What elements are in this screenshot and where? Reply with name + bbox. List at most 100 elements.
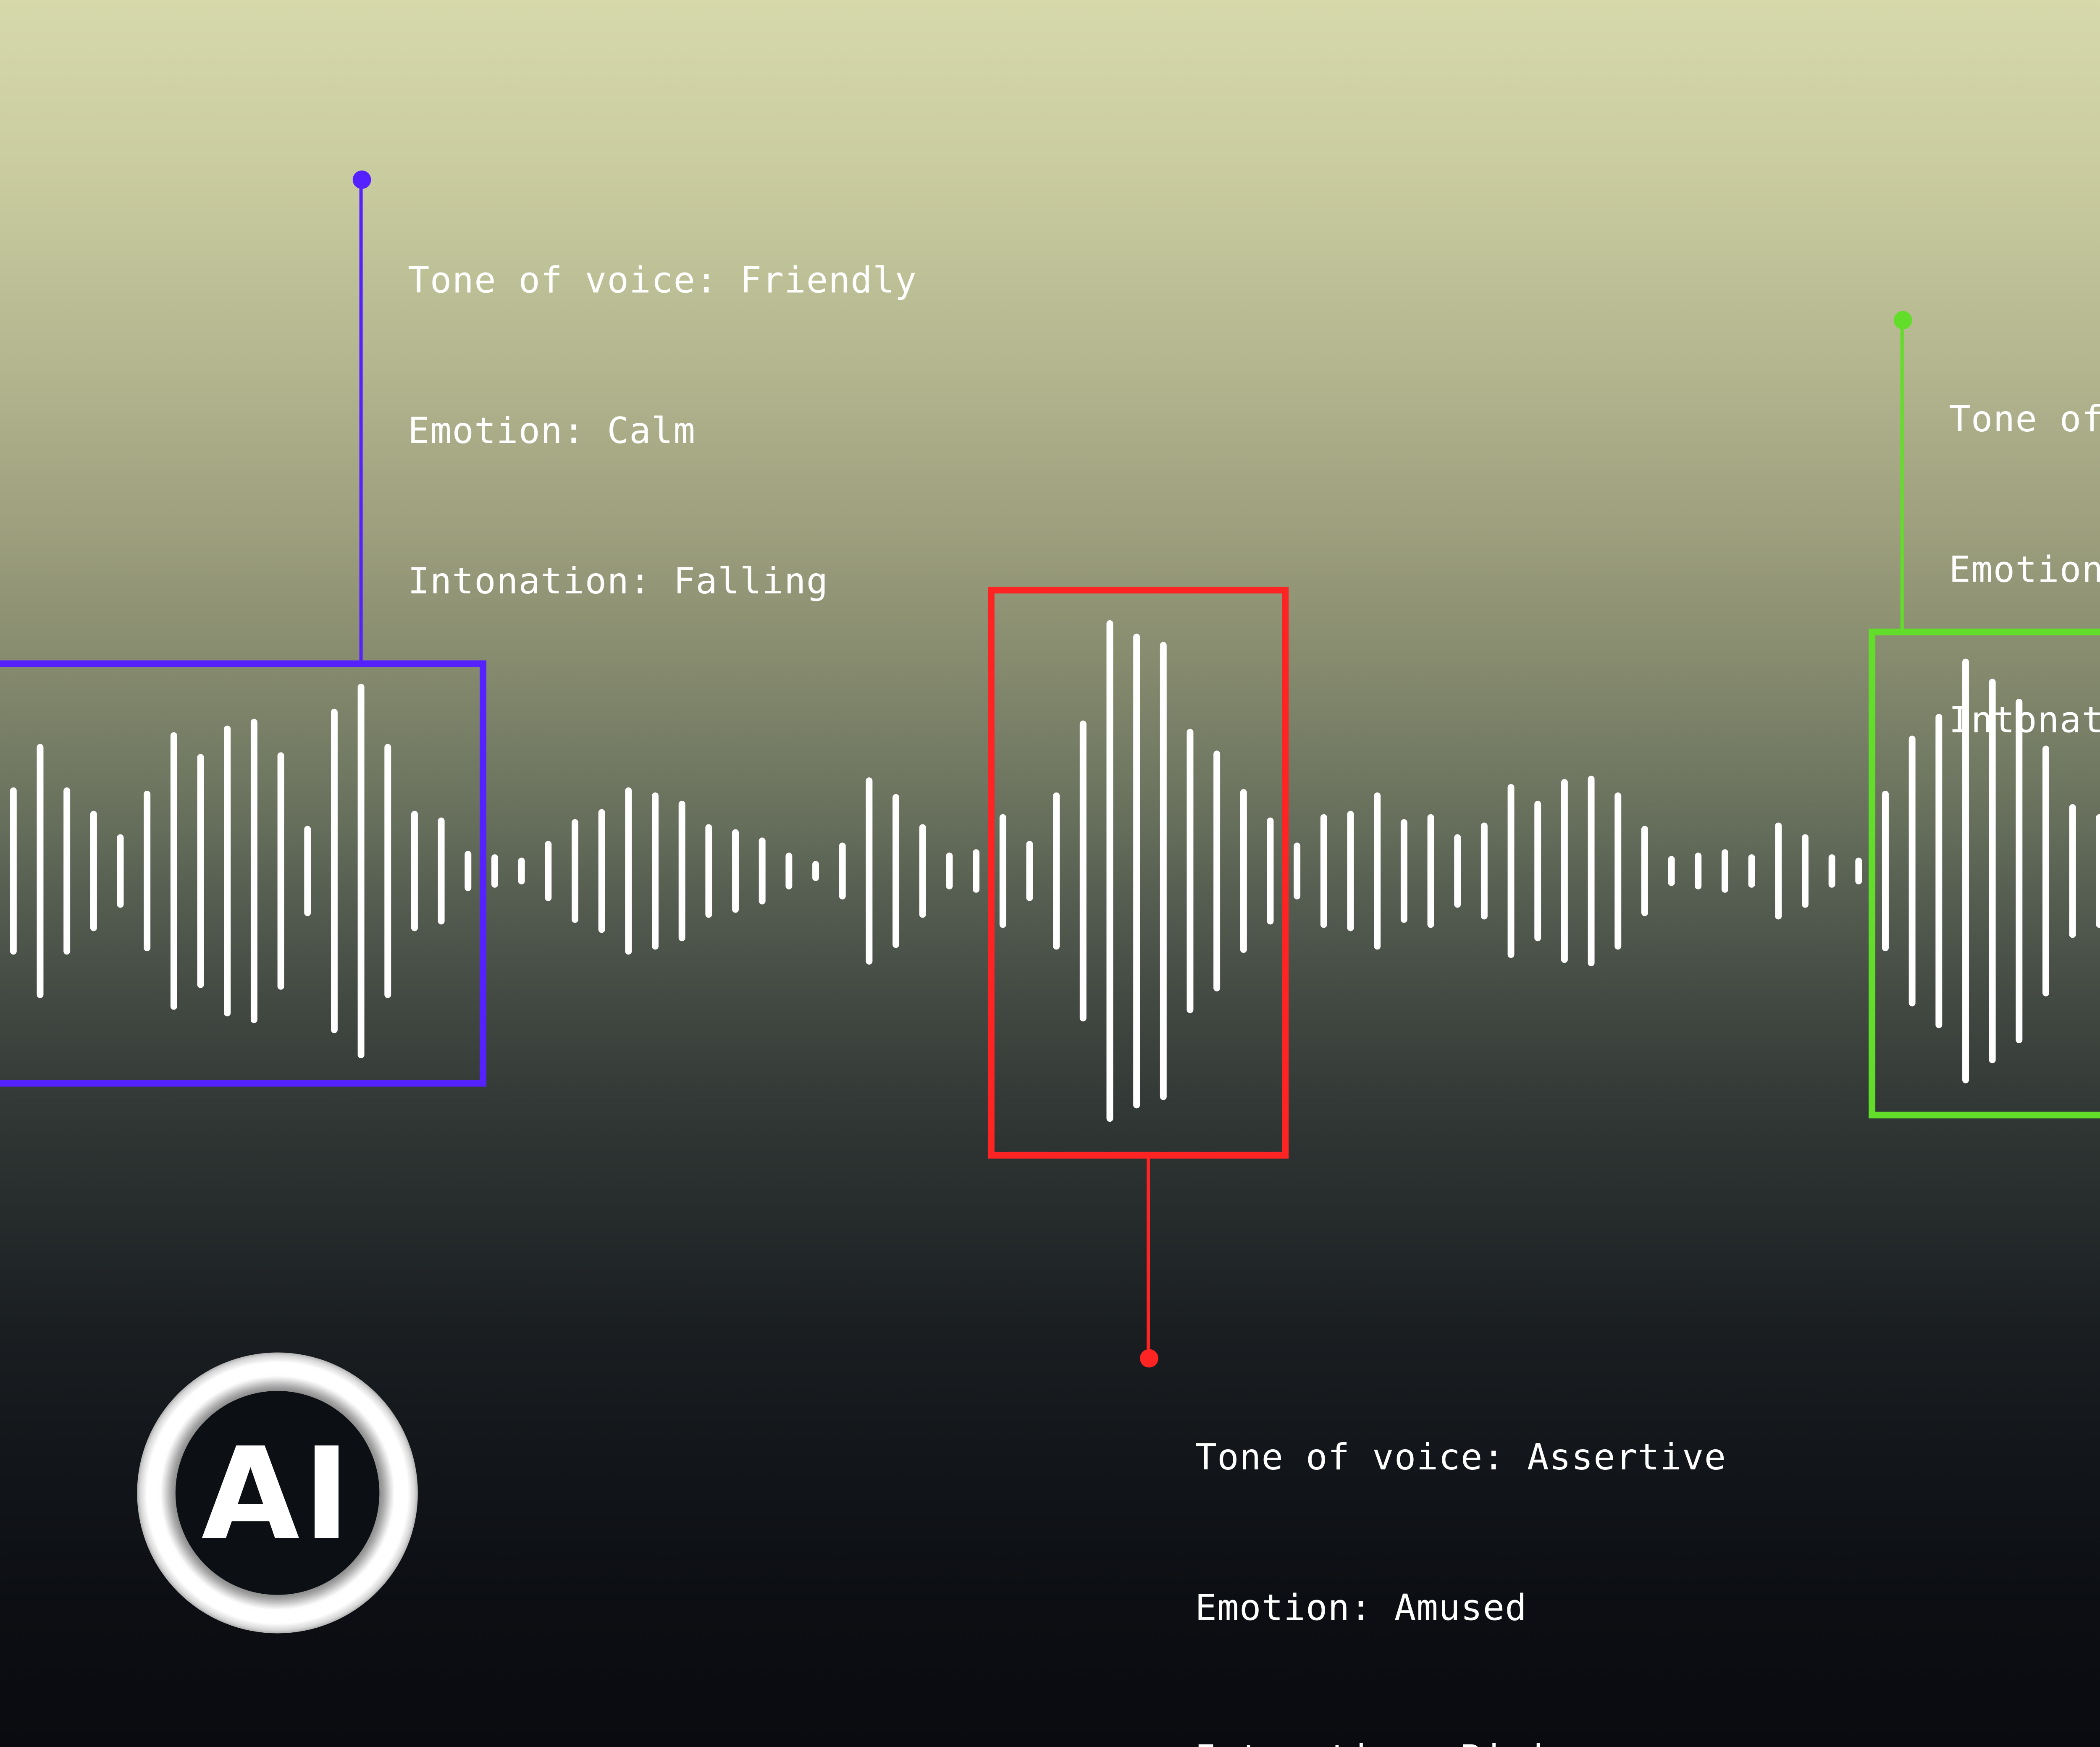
ai-badge-inner-circle (175, 1391, 380, 1595)
segment-1-connector-line (359, 178, 363, 662)
segment-2-highlight-box (987, 587, 1289, 1159)
waveform-bar (438, 817, 445, 925)
waveform-bar (919, 824, 926, 918)
waveform-bar (1320, 814, 1327, 928)
segment-3-highlight-box (1869, 628, 2100, 1119)
waveform-bar (652, 792, 659, 950)
segment-2-emotion: Emotion: Amused (1195, 1588, 1528, 1630)
waveform-bar (197, 754, 204, 988)
waveform-bar (999, 814, 1006, 928)
segment-2-intonation: Intonation: Rising (1195, 1735, 1726, 1747)
waveform-bar (1588, 776, 1595, 966)
waveform-bar (518, 858, 525, 884)
waveform-bar (1186, 729, 1194, 1013)
segment-2-connector-dot (1139, 1348, 1158, 1367)
waveform-bar (1374, 792, 1381, 950)
waveform-bar (1480, 822, 1488, 920)
waveform-bar (1775, 822, 1782, 920)
segment-1-intonation: Intonation: Falling (408, 561, 829, 604)
segment-3-connector-dot (1893, 310, 1911, 329)
segment-3-tone-of-voice: Tone of voice: Friendly (1949, 399, 2100, 441)
ai-badge-icon: AI (137, 1352, 418, 1634)
waveform-bar (304, 826, 311, 916)
waveform-bar (732, 829, 739, 913)
segment-3-connector-line (1900, 319, 1904, 630)
waveform-bar (170, 732, 177, 1010)
waveform-bar (1989, 679, 1996, 1063)
segment-2-connector-line (1147, 1155, 1150, 1358)
ai-badge-text: AI (201, 1418, 354, 1568)
waveform-bar (250, 719, 257, 1023)
segment-2-label: Tone of voice: Assertive Emotion: Amused… (1195, 1334, 1726, 1747)
waveform-bar (839, 842, 846, 900)
waveform-bar (37, 744, 44, 998)
waveform-bar (1053, 792, 1060, 950)
waveform-bar (946, 853, 953, 889)
waveform-bar (1695, 853, 1702, 889)
segment-1-highlight-box (0, 660, 487, 1087)
waveform-bar (2096, 814, 2100, 928)
waveform-bar (2016, 699, 2023, 1044)
waveform-bar (1427, 814, 1434, 928)
waveform-bar (1641, 826, 1648, 916)
waveform-bar (1802, 834, 1809, 908)
waveform-bar (866, 777, 873, 965)
segment-3-intonation: Intonation: Fall-rise (1949, 700, 2100, 742)
waveform-bar (357, 684, 365, 1058)
waveform-bar (465, 851, 472, 891)
waveform-bar (1614, 792, 1622, 950)
waveform-bar (117, 834, 124, 908)
waveform-bar (2042, 745, 2049, 997)
segment-1-label: Tone of voice: Friendly Emotion: Calm In… (408, 157, 917, 709)
waveform-bar (1908, 735, 1916, 1007)
segment-3-emotion: Emotion: Relax (1949, 550, 2100, 592)
waveform-bar (678, 800, 685, 942)
waveform-bar (384, 744, 391, 998)
waveform-bar (572, 819, 578, 923)
waveform-bar (1079, 720, 1087, 1022)
waveform-bar (625, 787, 632, 955)
segment-1-tone-of-voice: Tone of voice: Friendly (408, 261, 917, 303)
waveform-bar (973, 849, 980, 893)
waveform-bar (144, 790, 151, 952)
waveform-bar (224, 725, 231, 1017)
waveform-bar (2069, 804, 2076, 938)
waveform-bar (545, 841, 552, 901)
waveform-bar (1668, 856, 1675, 886)
waveform-bar (411, 811, 418, 931)
waveform-bar (759, 837, 766, 905)
waveform-bar (1534, 800, 1541, 942)
waveform-bar (1748, 854, 1755, 888)
waveform-bar (277, 752, 284, 990)
waveform-bar (1267, 817, 1274, 925)
waveform-bar (1962, 658, 1969, 1083)
waveform-bar (1855, 858, 1862, 884)
waveform-bar (90, 811, 97, 931)
waveform-bar (705, 824, 712, 918)
waveform-bar (1213, 750, 1221, 992)
waveform-bar (1828, 854, 1835, 888)
waveform-bar (1882, 790, 1889, 952)
waveform-bar (63, 787, 71, 955)
waveform-bar (10, 787, 17, 955)
waveform-bar (491, 854, 498, 888)
waveform-bar (1160, 642, 1167, 1100)
waveform-bar (1294, 842, 1301, 900)
waveform-bar (1026, 841, 1033, 901)
waveform-bar (1347, 811, 1354, 931)
waveform-bar (1454, 834, 1461, 908)
waveform-bar (1561, 779, 1568, 963)
segment-1-emotion: Emotion: Calm (408, 411, 696, 453)
waveform-bar (1935, 713, 1942, 1028)
waveform-bar (598, 809, 605, 933)
waveform-bar (892, 794, 900, 948)
waveform-bar (1400, 819, 1407, 923)
waveform-bar (1240, 789, 1247, 953)
waveform-bar (812, 861, 819, 881)
segment-2-tone-of-voice: Tone of voice: Assertive (1195, 1437, 1727, 1480)
waveform-bar (1721, 849, 1728, 893)
waveform-bar (1507, 784, 1515, 958)
segment-3-label: Tone of voice: Friendly Emotion: Relax I… (1949, 296, 2100, 848)
waveform-bar (331, 708, 338, 1034)
